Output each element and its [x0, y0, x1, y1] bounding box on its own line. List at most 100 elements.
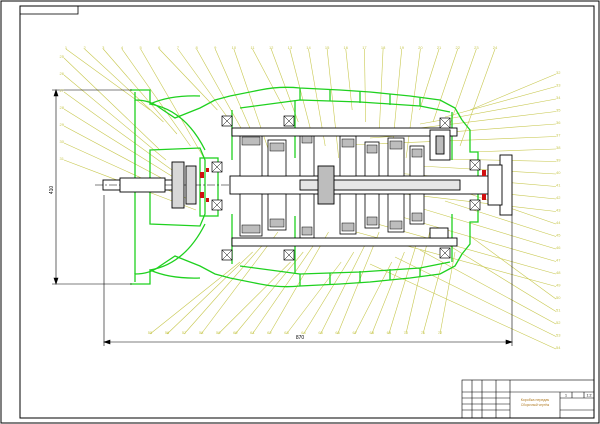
callout-top-6: 7: [177, 45, 180, 50]
gear-upper-teeth-4: [366, 144, 378, 154]
callout-top-7: 8: [195, 45, 198, 50]
bell-inner-upper: [149, 103, 206, 151]
callout-bottom-13: 68: [370, 330, 375, 335]
callout-top-9: 10: [232, 45, 237, 50]
bearing-cross-7: [211, 199, 223, 211]
callout-top-16: 17: [362, 45, 367, 50]
callout-right-8: 40: [556, 170, 561, 175]
leader-top-9: [233, 48, 272, 159]
input-spline: [119, 177, 166, 193]
main-shaft-inner: [299, 179, 461, 191]
leader-top-17: [378, 48, 384, 135]
callout-bottom-16: 71: [421, 330, 426, 335]
dim-overall-arrow-left: [103, 339, 111, 345]
callout-right-12: 44: [556, 220, 561, 225]
callout-top-20: 21: [437, 45, 442, 50]
leader-right-18: [469, 235, 557, 300]
callout-top-3: 4: [121, 45, 124, 50]
callout-right-10: 42: [556, 195, 561, 200]
leader-top-16: [364, 48, 366, 123]
bearing-cross-9: [469, 199, 481, 211]
bearing-cross-8: [469, 159, 481, 171]
leader-right-5: [344, 136, 557, 146]
leader-top-23: [459, 48, 496, 147]
gear-upper-teeth-6: [411, 148, 423, 158]
callout-right-14: 46: [556, 245, 561, 250]
callout-top-11: 12: [269, 45, 274, 50]
leader-top-14: [326, 48, 339, 159]
bearing-cross-3: [283, 249, 295, 261]
leader-bottom-6: [252, 241, 317, 335]
callout-bottom-3: 58: [199, 330, 204, 335]
front-seal-upper: [200, 172, 204, 178]
title-block-subtitle: Сборочный чертёж: [521, 403, 550, 407]
leader-bottom-17: [439, 251, 456, 335]
callout-top-23: 24: [493, 45, 498, 50]
callout-right-3: 35: [556, 108, 561, 113]
bell-housing-upper: [134, 92, 231, 119]
dim-height-arrow-top: [53, 89, 59, 97]
countershaft-upper: [231, 127, 458, 137]
leader-bottom-2: [183, 241, 266, 335]
callout-right-20: 52: [556, 320, 561, 325]
callout-left-6: 31: [60, 156, 65, 161]
callout-top-5: 6: [158, 45, 161, 50]
callout-bottom-6: 61: [250, 330, 255, 335]
gear-lower-teeth-6: [411, 212, 423, 222]
bearing-cross-0: [221, 115, 233, 127]
leader-top-3: [121, 48, 191, 147]
mid-seal-lower: [206, 198, 209, 202]
leader-bottom-8: [286, 261, 342, 335]
callout-left-5: 30: [60, 139, 65, 144]
callout-top-14: 15: [325, 45, 330, 50]
callout-right-0: 32: [556, 70, 561, 75]
gear-lower-teeth-5: [389, 220, 403, 230]
callout-left-0: 25: [60, 54, 65, 59]
callout-right-11: 43: [556, 208, 561, 213]
callout-right-4: 36: [556, 120, 561, 125]
shafts-and-gears: [95, 115, 513, 261]
rear-bearing-cap: [435, 135, 445, 155]
callout-top-12: 13: [288, 45, 293, 50]
leader-top-12: [289, 48, 313, 135]
callout-left-2: 27: [60, 88, 65, 93]
callout-bottom-4: 59: [216, 330, 221, 335]
leader-right-1: [444, 86, 557, 118]
leader-bottom-9: [303, 251, 355, 335]
callout-bottom-7: 62: [267, 330, 272, 335]
callout-right-16: 48: [556, 270, 561, 275]
reverse-idler: [429, 227, 449, 239]
callout-top-4: 5: [139, 45, 142, 50]
bearing-cross-1: [221, 249, 233, 261]
gear-upper-teeth-5: [389, 140, 403, 150]
leader-top-7: [196, 48, 245, 135]
callout-bottom-15: 70: [404, 330, 409, 335]
leader-bottom-4: [218, 261, 291, 335]
leader-top-5: [159, 48, 218, 111]
callout-bottom-0: 55: [148, 330, 153, 335]
leader-right-13: [444, 200, 557, 237]
leader-top-19: [405, 48, 421, 159]
case-ribs-bottom: [299, 268, 421, 286]
callout-top-17: 18: [381, 45, 386, 50]
bell-housing-lower: [134, 255, 231, 282]
title-block: [461, 379, 595, 419]
leader-top-15: [345, 48, 353, 111]
bearing-cross-4: [439, 117, 451, 129]
leader-left-5: [63, 142, 191, 201]
clutch-disc: [171, 161, 185, 209]
dim-height-value: 410: [49, 186, 55, 195]
callout-top-19: 20: [418, 45, 423, 50]
callout-right-15: 47: [556, 258, 561, 263]
callout-top-8: 9: [214, 45, 217, 50]
leader-bottom-7: [269, 231, 329, 335]
title-block-sheet: 1: [565, 394, 567, 398]
callout-top-13: 14: [306, 45, 311, 50]
callout-left-4: 29: [60, 122, 65, 127]
gear-upper-teeth-0: [241, 136, 261, 146]
rear-seal-upper: [482, 170, 486, 176]
dim-overall-value: 870: [296, 335, 305, 341]
